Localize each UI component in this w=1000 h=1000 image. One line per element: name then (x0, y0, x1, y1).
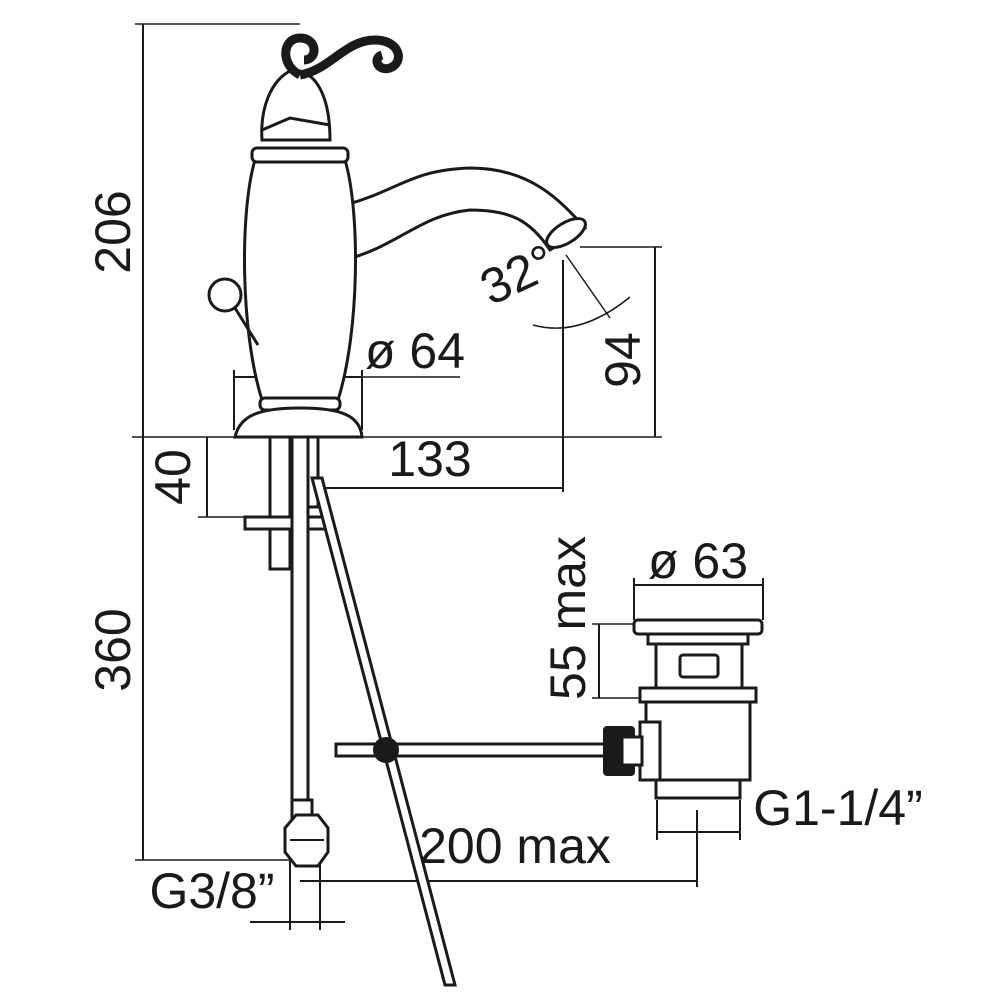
faucet (207, 33, 588, 439)
shank-and-hoses (243, 435, 330, 868)
waste-connector-icon (603, 726, 644, 776)
lever-handle (260, 68, 332, 142)
rod-clip-icon (373, 737, 399, 763)
lift-rod (310, 476, 608, 987)
label-spout-height: 94 (595, 332, 651, 388)
hose-nut-icon (283, 798, 330, 868)
lever-handle-scroll-icon (281, 33, 403, 80)
faucet-base (233, 406, 364, 439)
label-spout-reach: 133 (388, 431, 471, 487)
label-hose-length: 360 (85, 608, 141, 691)
label-waste-height: 55 max (540, 536, 596, 700)
shank (268, 435, 292, 571)
label-waste-thread: G1-1/4” (753, 780, 923, 836)
label-waste-diameter: ø 63 (648, 533, 748, 589)
faucet-body (243, 158, 357, 402)
pop-up-waste (603, 618, 764, 800)
label-shank-length: 40 (145, 449, 201, 505)
flexible-hose (290, 435, 310, 809)
pop-up-knob-icon (207, 277, 260, 346)
fixing-plate (243, 515, 327, 531)
label-body-diameter: ø 64 (365, 323, 465, 379)
label-hose-thread: G3/8” (149, 863, 274, 919)
label-height-total: 206 (85, 190, 141, 273)
body-ring-top (250, 146, 350, 164)
spout-aerator (545, 217, 587, 249)
label-rod-length: 200 max (419, 818, 611, 874)
